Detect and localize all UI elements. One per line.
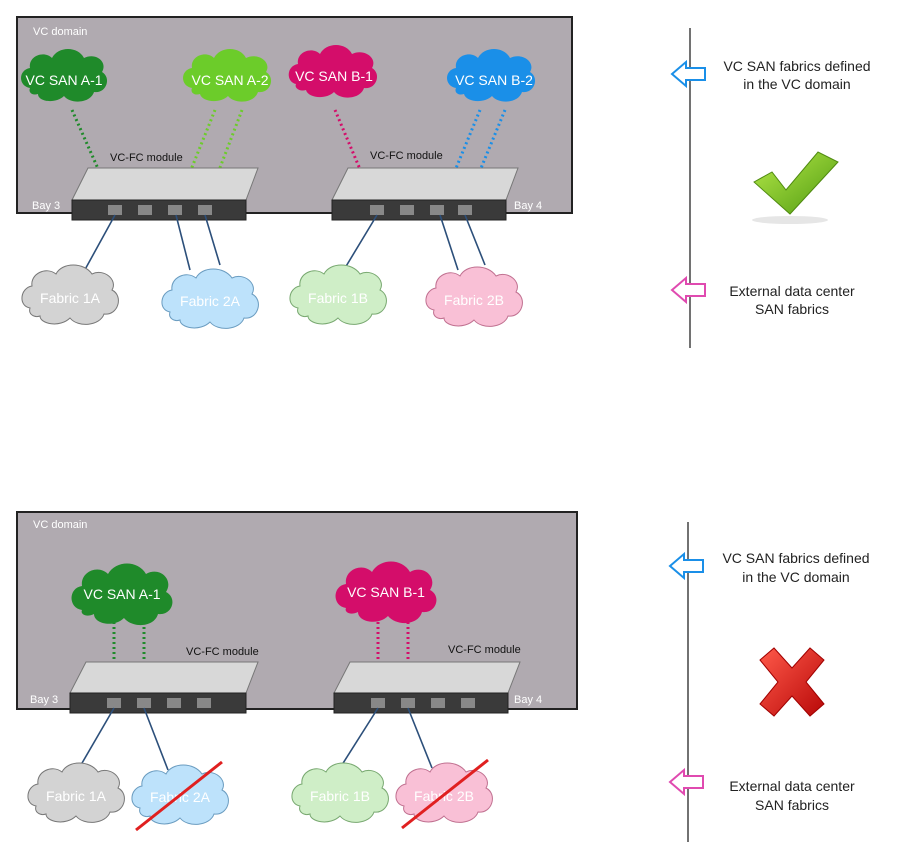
connection-line bbox=[344, 214, 378, 269]
fabric-cloud-label: Fabric 1A bbox=[46, 788, 107, 804]
san-cloud-a1: VC SAN A-1 bbox=[71, 563, 173, 626]
fabric-cloud-1b: Fabric 1B bbox=[289, 264, 387, 325]
legend-text: External data center bbox=[729, 283, 855, 299]
connection-line bbox=[175, 214, 191, 271]
legend-text: External data center bbox=[729, 778, 855, 794]
san-cloud-label: VC SAN B-2 bbox=[455, 72, 533, 88]
fabric-cloud-label: Fabric 1B bbox=[310, 788, 370, 804]
vc-fc-module-right bbox=[331, 167, 519, 221]
connection-line bbox=[143, 707, 169, 771]
module-label: VC-FC module bbox=[370, 150, 443, 162]
vc-fc-module-right bbox=[333, 661, 521, 714]
arrow-left-icon bbox=[668, 551, 704, 581]
san-cloud-label: VC SAN A-2 bbox=[191, 72, 268, 88]
fabric-cloud-2b: Fabric 2B bbox=[395, 758, 493, 830]
legend-text: VC SAN fabrics defined bbox=[722, 550, 869, 566]
san-cloud-b1: VC SAN B-1 bbox=[288, 45, 378, 98]
fabric-cloud-label: Fabric 1A bbox=[40, 290, 101, 306]
bottom-panel: VC domain VC SAN A-1 VC SAN B-1 VC-FC mo… bbox=[16, 511, 870, 842]
san-cloud-a2: VC SAN A-2 bbox=[183, 49, 272, 102]
bay-label: Bay 4 bbox=[514, 200, 542, 212]
vc-domain-label: VC domain bbox=[33, 519, 87, 531]
checkmark-icon bbox=[752, 151, 839, 224]
bay-label: Bay 4 bbox=[514, 694, 542, 706]
fabric-cloud-2a: Fabric 2A bbox=[161, 268, 259, 329]
san-cloud-b1: VC SAN B-1 bbox=[335, 561, 437, 624]
fabric-cloud-1a: Fabric 1A bbox=[21, 264, 119, 325]
strike-through bbox=[401, 758, 489, 830]
fabric-cloud-1b: Fabric 1B bbox=[291, 762, 389, 823]
vc-fc-module-left bbox=[69, 661, 259, 714]
connection-line bbox=[407, 707, 433, 769]
fabric-cloud-label: Fabric 2A bbox=[150, 789, 211, 805]
arrow-left-icon bbox=[670, 275, 706, 305]
san-cloud-label: VC SAN B-1 bbox=[347, 584, 425, 600]
fabric-cloud-2b: Fabric 2B bbox=[425, 266, 523, 327]
fabric-connections bbox=[77, 707, 433, 771]
bay-label: Bay 3 bbox=[30, 694, 58, 706]
cross-icon bbox=[759, 647, 825, 717]
connection-line bbox=[339, 707, 379, 769]
module-label: VC-FC module bbox=[110, 152, 183, 164]
connection-line bbox=[439, 214, 459, 271]
connection-line bbox=[204, 214, 221, 266]
san-cloud-b2: VC SAN B-2 bbox=[447, 49, 536, 102]
bay-label: Bay 3 bbox=[32, 200, 60, 212]
module-label: VC-FC module bbox=[448, 644, 521, 656]
strike-through bbox=[135, 760, 223, 832]
legend-text: SAN fabrics bbox=[755, 301, 829, 317]
fabric-cloud-1a: Fabric 1A bbox=[27, 762, 125, 823]
vc-fc-module-left bbox=[71, 167, 259, 221]
arrow-left-icon bbox=[670, 59, 706, 89]
connection-line bbox=[464, 214, 486, 266]
arrow-left-icon bbox=[668, 767, 704, 797]
san-cloud-a1: VC SAN A-1 bbox=[21, 49, 108, 102]
top-panel: VC domain VC SAN A-1 VC SAN A-2 VC SAN B… bbox=[16, 16, 871, 348]
fabric-cloud-label: Fabric 1B bbox=[308, 290, 368, 306]
vc-domain-label: VC domain bbox=[33, 26, 87, 38]
san-cloud-label: VC SAN B-1 bbox=[295, 68, 373, 84]
fabric-connections bbox=[81, 214, 486, 276]
fabric-cloud-label: Fabric 2B bbox=[444, 292, 504, 308]
san-cloud-label: VC SAN A-1 bbox=[25, 72, 102, 88]
connection-line bbox=[77, 707, 115, 771]
san-cloud-label: VC SAN A-1 bbox=[83, 586, 160, 602]
connection-line bbox=[81, 214, 116, 276]
legend-text: SAN fabrics bbox=[755, 797, 829, 813]
module-label: VC-FC module bbox=[186, 646, 259, 658]
legend-text: VC SAN fabrics defined bbox=[723, 58, 870, 74]
fabric-cloud-label: Fabric 2A bbox=[180, 293, 241, 309]
legend-text: in the VC domain bbox=[743, 76, 850, 92]
legend-text: in the VC domain bbox=[742, 569, 849, 585]
fabric-cloud-2a: Fabric 2A bbox=[131, 760, 229, 832]
